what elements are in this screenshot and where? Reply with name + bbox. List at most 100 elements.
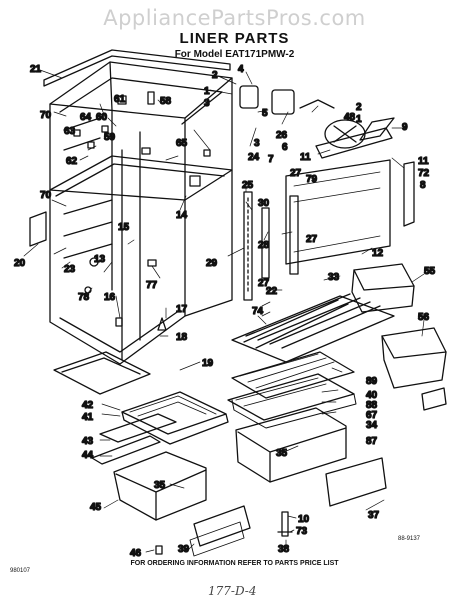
callout: 29	[206, 258, 218, 269]
callout: 79	[306, 174, 318, 185]
callout: 2	[212, 70, 218, 81]
callout: 37	[368, 510, 380, 521]
callout: 27	[258, 278, 270, 289]
wire-shelf	[231, 293, 395, 363]
callout: 44	[82, 450, 94, 461]
fan-assembly	[239, 85, 395, 159]
callout: 28	[258, 240, 270, 251]
callout: 16	[104, 292, 116, 303]
callout: 33	[328, 272, 340, 283]
callout: 27	[290, 168, 302, 179]
callout: 18	[176, 332, 188, 343]
callout: 43	[82, 436, 94, 447]
callout: 10	[298, 514, 310, 525]
door-bin	[381, 327, 447, 389]
callout: 13	[94, 254, 106, 265]
dairy-bin	[351, 263, 415, 313]
callout: 40	[366, 390, 378, 401]
handwritten-note: 177-D-4	[208, 584, 257, 598]
callout: 11	[300, 152, 311, 163]
callout: 42	[82, 400, 94, 411]
callout: 35	[276, 448, 288, 459]
callout: 45	[90, 502, 102, 513]
callout: 1	[204, 86, 210, 97]
callout: 74	[252, 306, 264, 317]
callout: 46	[130, 548, 142, 559]
callout: 39	[178, 544, 190, 555]
callout: 70	[40, 110, 52, 121]
shelf-ladder	[243, 191, 299, 301]
callout: 3	[204, 98, 210, 109]
tray-42	[53, 351, 151, 395]
glass-shelf-upper	[231, 351, 355, 399]
callout: 24	[248, 152, 260, 163]
callout: 48	[344, 112, 356, 123]
callout: 38	[278, 544, 290, 555]
shelf-support-bar	[99, 413, 177, 443]
callout: 89	[366, 376, 378, 387]
right-rail	[403, 161, 415, 227]
callout: 62	[66, 156, 78, 167]
callout: 67	[366, 410, 378, 421]
callout: 88	[366, 400, 378, 411]
callout: 63	[64, 126, 76, 137]
callout: 8	[420, 180, 426, 191]
callout: 55	[424, 266, 436, 277]
watermark: AppliancePartsPros.com	[103, 6, 366, 30]
callout: 19	[202, 358, 214, 369]
crisper-drawer-right	[235, 407, 347, 483]
callout: 25	[242, 180, 254, 191]
drawing-code: 88-9137	[398, 536, 421, 542]
document-code: 980107	[10, 568, 31, 574]
callout: 15	[118, 222, 130, 233]
callout: 72	[418, 168, 430, 179]
crisper-front-left	[193, 505, 251, 547]
callout-labels: 21 2 4 1 3 64 60 61 58 2 48 1 5 70 63 59…	[13, 63, 436, 559]
callout: 30	[258, 198, 270, 209]
callout: 4	[238, 64, 244, 75]
callout: 27	[306, 234, 318, 245]
callout: 56	[418, 312, 430, 323]
page-title: LINER PARTS	[179, 30, 290, 47]
callout: 22	[266, 286, 278, 297]
callout: 73	[296, 526, 308, 537]
clip-10	[277, 511, 293, 537]
callout: 17	[176, 304, 188, 315]
callout: 26	[276, 130, 288, 141]
callout: 64	[80, 112, 92, 123]
callout: 1	[356, 114, 362, 125]
callout: 5	[262, 108, 268, 119]
callout: 7	[268, 154, 274, 165]
top-trim-strip	[43, 49, 231, 87]
callout: 41	[82, 412, 94, 423]
callout: 87	[366, 436, 378, 447]
callout: 20	[14, 258, 26, 269]
callout: 11	[418, 156, 429, 167]
callout: 2	[356, 102, 362, 113]
callout: 78	[78, 292, 90, 303]
callout: 3	[254, 138, 260, 149]
ordering-footer: FOR ORDERING INFORMATION REFER TO PARTS …	[130, 560, 339, 567]
callout: 14	[176, 210, 188, 221]
callout: 58	[160, 96, 172, 107]
callout: 61	[114, 94, 126, 105]
callout: 70	[40, 190, 52, 201]
bin-tab	[421, 387, 447, 411]
callout: 77	[146, 280, 158, 291]
callout: 9	[402, 122, 408, 133]
callout: 35	[154, 480, 166, 491]
crisper-drawer-left	[113, 451, 207, 521]
callout: 12	[372, 248, 384, 259]
callout: 59	[104, 132, 116, 143]
callout: 6	[282, 142, 288, 153]
evaporator-cover	[285, 159, 391, 265]
side-trim-strip	[29, 211, 47, 247]
callout: 34	[366, 420, 378, 431]
callout: 65	[176, 138, 188, 149]
callout: 60	[96, 112, 108, 123]
crisper-front-right	[325, 457, 387, 507]
screw-46	[155, 545, 163, 555]
model-subtitle: For Model EAT171PMW-2	[174, 49, 295, 60]
callout: 21	[30, 64, 42, 75]
